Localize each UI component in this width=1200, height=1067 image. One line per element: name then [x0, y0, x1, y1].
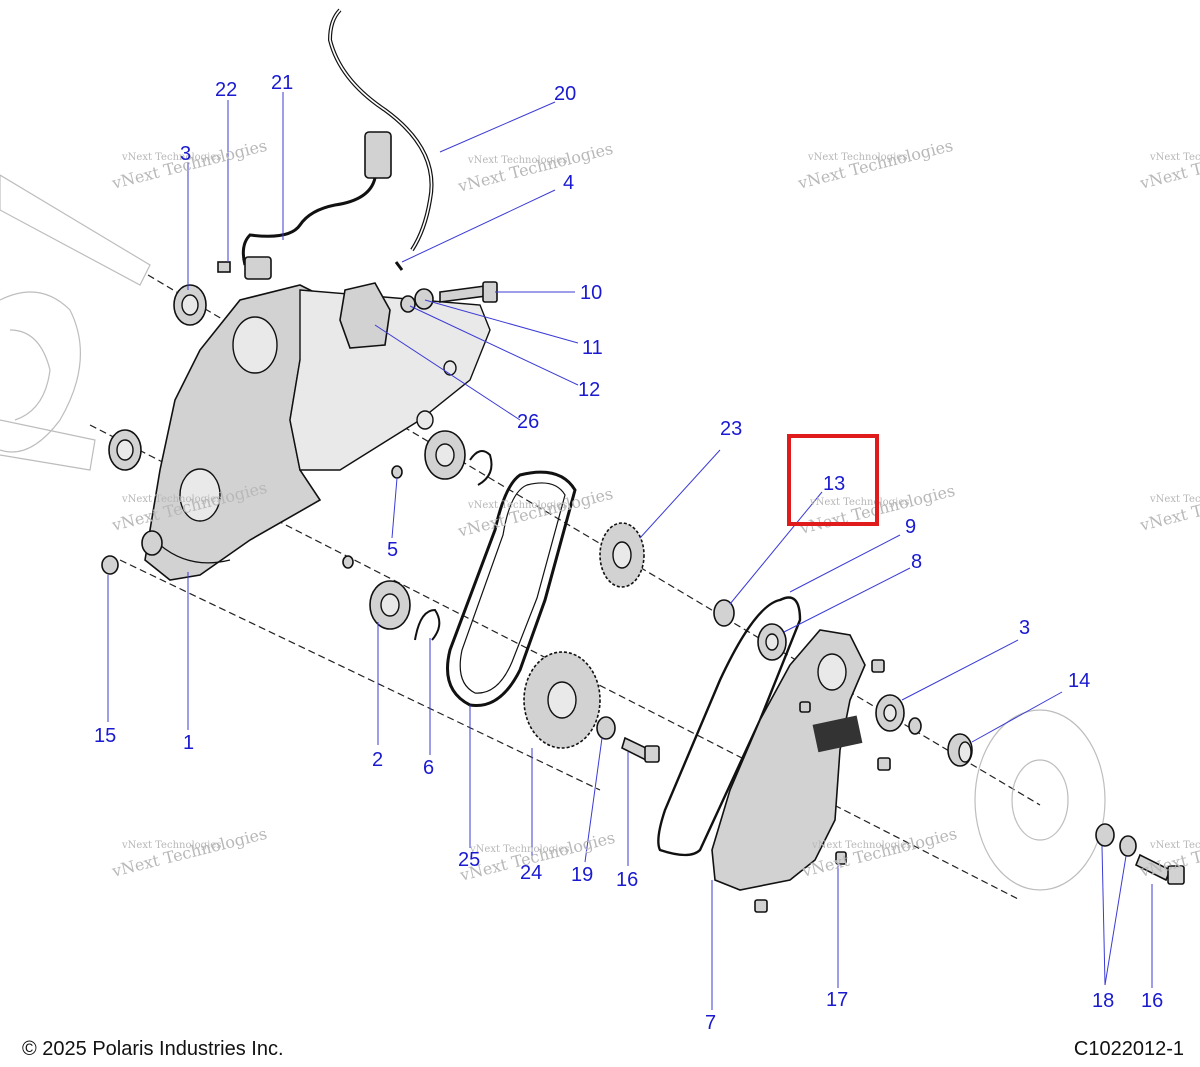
seal-13	[713, 599, 735, 627]
callout-19[interactable]: 19	[571, 864, 593, 886]
callout-11[interactable]: 11	[582, 337, 603, 359]
callout-24[interactable]: 24	[520, 862, 542, 884]
chaincase-cover	[711, 629, 866, 891]
callout-10[interactable]: 10	[580, 282, 602, 304]
upper-bearing	[424, 430, 493, 486]
bolt-10	[439, 281, 498, 303]
tensioner-block	[339, 282, 391, 349]
watermark-text: vNext Technologies	[795, 136, 955, 193]
bolt-16-mid	[621, 736, 660, 763]
pin-4	[394, 261, 404, 271]
sprocket-24	[523, 651, 601, 749]
watermark-text: vNext Technologies	[455, 139, 615, 196]
watermark-text: vNext Technologies	[1149, 494, 1200, 505]
dowel-pins-5	[342, 465, 403, 569]
callout-15[interactable]: 15	[94, 725, 116, 747]
seal-3-left	[173, 284, 207, 326]
washers-11-12	[400, 288, 434, 313]
seal-lower-left	[108, 429, 142, 471]
callout-21[interactable]: 21	[271, 72, 293, 94]
watermark-text: vNext Technologies	[811, 840, 911, 851]
watermark-text: vNext Technologies	[807, 152, 907, 163]
callout-16-right[interactable]: 16	[1141, 990, 1163, 1012]
watermark-text: vNext Technologies	[1149, 152, 1200, 163]
callout-6[interactable]: 6	[423, 757, 434, 779]
callout-1[interactable]: 1	[183, 732, 194, 754]
callout-3-right[interactable]: 3	[1019, 617, 1030, 639]
snap-ring-6	[414, 608, 441, 641]
brake-disc	[974, 709, 1106, 891]
o-ring-9	[657, 596, 802, 857]
callout-26[interactable]: 26	[517, 411, 539, 433]
watermark-text: vNext Technologies	[467, 155, 567, 166]
nut-15	[101, 555, 119, 575]
lower-bearing-2	[369, 580, 411, 630]
watermark-text: vNext Technologies	[121, 152, 221, 163]
watermark-text: vNext Technologies	[467, 500, 567, 511]
spacer-14	[947, 733, 973, 767]
callout-4[interactable]: 4	[563, 172, 574, 194]
leader-lines	[107, 92, 1153, 1010]
seal-8	[757, 623, 787, 661]
watermark-text: vNext Technologies	[1137, 824, 1200, 881]
figure-id: C1022012-1	[1073, 1038, 1184, 1060]
bolt-16-right	[1134, 853, 1185, 885]
seal-3-right	[875, 694, 922, 735]
watermark-text: vNext Technologies	[469, 844, 569, 855]
chaincase-housing	[144, 284, 491, 581]
washers-18	[1095, 823, 1137, 857]
callout-25[interactable]: 25	[458, 849, 480, 871]
highlight-box	[787, 434, 879, 526]
callout-23[interactable]: 23	[720, 418, 742, 440]
sensor-harness	[217, 8, 434, 280]
callout-labels: 22 21 20 3 4 10 11 12 26 23 13 9 5 8 3 1…	[94, 72, 1163, 1034]
callout-20[interactable]: 20	[554, 83, 576, 105]
callout-12[interactable]: 12	[578, 379, 600, 401]
watermark-text: vNext Technologies	[1149, 840, 1200, 851]
callout-9[interactable]: 9	[905, 516, 916, 538]
callout-5[interactable]: 5	[387, 539, 398, 561]
watermark-text: vNext Technologies	[455, 484, 615, 541]
watermark-text: vNext Technologies	[121, 840, 221, 851]
callout-14[interactable]: 14	[1068, 670, 1090, 692]
callout-3-left[interactable]: 3	[180, 143, 191, 165]
cover-bolts	[754, 659, 891, 913]
callout-16-mid[interactable]: 16	[616, 869, 638, 891]
callout-22[interactable]: 22	[215, 79, 237, 101]
callout-2[interactable]: 2	[372, 749, 383, 771]
callout-18[interactable]: 18	[1092, 990, 1114, 1012]
callout-17[interactable]: 17	[826, 989, 848, 1011]
callout-8[interactable]: 8	[911, 551, 922, 573]
watermark-text: vNext Technologies	[809, 497, 909, 508]
copyright-text: © 2025 Polaris Industries Inc.	[22, 1038, 284, 1060]
watermark-text: vNext Technologies	[121, 494, 221, 505]
sprocket-23	[599, 522, 645, 588]
callout-13[interactable]: 13	[823, 473, 845, 495]
washer-19	[596, 716, 616, 740]
ghost-axle	[0, 174, 151, 471]
callout-7[interactable]: 7	[705, 1012, 716, 1034]
watermark-text: vNext Technologies	[1137, 136, 1200, 193]
watermark-text: vNext Technologies	[109, 824, 269, 881]
seal-small	[141, 530, 163, 556]
watermark-text: vNext Technologies	[1137, 478, 1200, 535]
